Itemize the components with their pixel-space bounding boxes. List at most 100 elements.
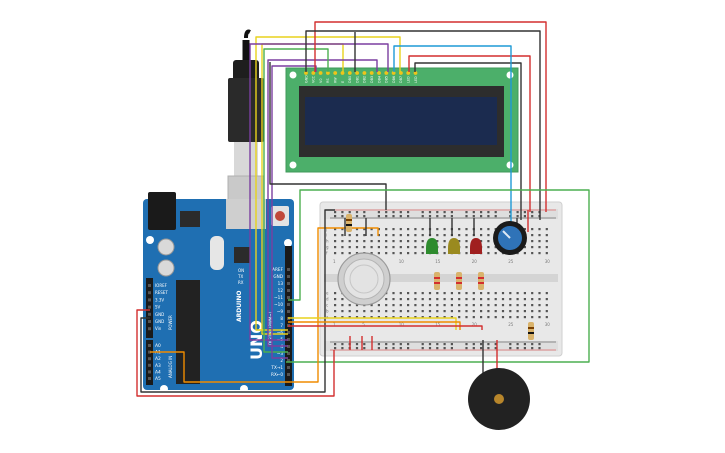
breadboard-hole[interactable] [480, 298, 483, 301]
breadboard-hole[interactable] [545, 298, 548, 301]
lcd-pin[interactable] [326, 71, 330, 75]
breadboard-hole[interactable] [377, 316, 380, 319]
breadboard-hole[interactable] [377, 246, 380, 249]
breadboard-hole[interactable] [334, 292, 337, 295]
rail-hole[interactable] [428, 343, 432, 346]
breadboard-hole[interactable] [363, 310, 366, 313]
breadboard-hole[interactable] [428, 316, 432, 319]
breadboard-hole[interactable] [348, 234, 351, 237]
breadboard-hole[interactable] [531, 240, 534, 243]
rail-hole[interactable] [516, 211, 519, 214]
breadboard-hole[interactable] [443, 298, 446, 301]
breadboard-hole[interactable] [348, 252, 351, 255]
rail-hole[interactable] [421, 343, 424, 346]
rail-hole[interactable] [392, 211, 395, 214]
breadboard-hole[interactable] [523, 298, 526, 301]
header-pin[interactable] [148, 298, 151, 302]
rail-hole[interactable] [421, 215, 424, 218]
breadboard-hole[interactable] [334, 316, 337, 319]
breadboard-hole[interactable] [465, 298, 468, 301]
breadboard-hole[interactable] [487, 316, 490, 319]
rail-hole[interactable] [377, 347, 380, 350]
lcd-pin[interactable] [406, 71, 411, 75]
rail-hole[interactable] [392, 347, 395, 350]
breadboard-hole[interactable] [436, 228, 439, 231]
breadboard-hole[interactable] [392, 304, 395, 307]
header-pin[interactable] [287, 282, 290, 285]
breadboard-hole[interactable] [538, 228, 541, 231]
breadboard-hole[interactable] [450, 316, 453, 319]
breadboard-hole[interactable] [385, 228, 388, 231]
breadboard-hole[interactable] [465, 292, 468, 295]
breadboard-hole[interactable] [370, 240, 373, 243]
rail-hole[interactable] [407, 215, 410, 218]
breadboard-hole[interactable] [465, 246, 468, 249]
breadboard-hole[interactable] [334, 304, 337, 307]
header-pin[interactable] [148, 327, 151, 331]
breadboard-hole[interactable] [538, 252, 541, 255]
breadboard-hole[interactable] [443, 246, 446, 249]
breadboard-hole[interactable] [355, 240, 359, 243]
rail-hole[interactable] [531, 347, 534, 350]
breadboard-hole[interactable] [487, 246, 490, 249]
rail-hole[interactable] [480, 347, 483, 350]
rail-hole[interactable] [341, 215, 344, 218]
breadboard-hole[interactable] [501, 316, 505, 319]
breadboard-hole[interactable] [465, 240, 468, 243]
breadboard-hole[interactable] [472, 304, 475, 307]
breadboard-hole[interactable] [494, 310, 497, 313]
breadboard-hole[interactable] [407, 234, 410, 237]
breadboard-hole[interactable] [355, 246, 359, 249]
breadboard-hole[interactable] [355, 252, 359, 255]
rail-hole[interactable] [480, 215, 483, 218]
rail-hole[interactable] [465, 347, 468, 350]
rail-hole[interactable] [450, 215, 453, 218]
breadboard-hole[interactable] [370, 252, 373, 255]
rail-hole[interactable] [531, 211, 534, 214]
breadboard-hole[interactable] [480, 304, 483, 307]
rail-hole[interactable] [421, 211, 424, 214]
breadboard-hole[interactable] [341, 252, 344, 255]
breadboard-hole[interactable] [392, 234, 395, 237]
rail-hole[interactable] [399, 343, 402, 346]
breadboard-hole[interactable] [370, 316, 373, 319]
breadboard-hole[interactable] [355, 234, 359, 237]
breadboard-hole[interactable] [377, 310, 380, 313]
breadboard-hole[interactable] [436, 310, 439, 313]
breadboard-hole[interactable] [392, 292, 395, 295]
breadboard-hole[interactable] [421, 292, 424, 295]
breadboard-hole[interactable] [443, 228, 446, 231]
lcd-pin[interactable] [391, 71, 396, 75]
header-pin[interactable] [287, 331, 290, 334]
rail-hole[interactable] [334, 347, 337, 350]
breadboard-hole[interactable] [355, 310, 359, 313]
rail-hole[interactable] [355, 211, 359, 214]
breadboard-hole[interactable] [487, 298, 490, 301]
breadboard-hole[interactable] [531, 246, 534, 249]
breadboard-hole[interactable] [538, 246, 541, 249]
rail-hole[interactable] [523, 215, 526, 218]
breadboard-hole[interactable] [421, 304, 424, 307]
rail-hole[interactable] [334, 211, 337, 214]
breadboard-hole[interactable] [538, 240, 541, 243]
breadboard-hole[interactable] [545, 292, 548, 295]
header-pin[interactable] [287, 338, 290, 341]
rail-hole[interactable] [487, 211, 490, 214]
breadboard-hole[interactable] [523, 304, 526, 307]
rail-hole[interactable] [385, 215, 388, 218]
breadboard-hole[interactable] [421, 228, 424, 231]
breadboard-hole[interactable] [538, 234, 541, 237]
breadboard-hole[interactable] [450, 304, 453, 307]
breadboard-hole[interactable] [458, 292, 461, 295]
rail-hole[interactable] [472, 211, 475, 214]
header-pin[interactable] [287, 296, 290, 299]
rail-hole[interactable] [355, 347, 359, 350]
breadboard-hole[interactable] [531, 304, 534, 307]
breadboard-hole[interactable] [363, 234, 366, 237]
breadboard-hole[interactable] [414, 304, 417, 307]
rail-hole[interactable] [421, 347, 424, 350]
breadboard-hole[interactable] [538, 298, 541, 301]
breadboard-hole[interactable] [399, 252, 402, 255]
lcd-pin[interactable] [377, 71, 381, 75]
potentiometer[interactable] [493, 221, 527, 255]
